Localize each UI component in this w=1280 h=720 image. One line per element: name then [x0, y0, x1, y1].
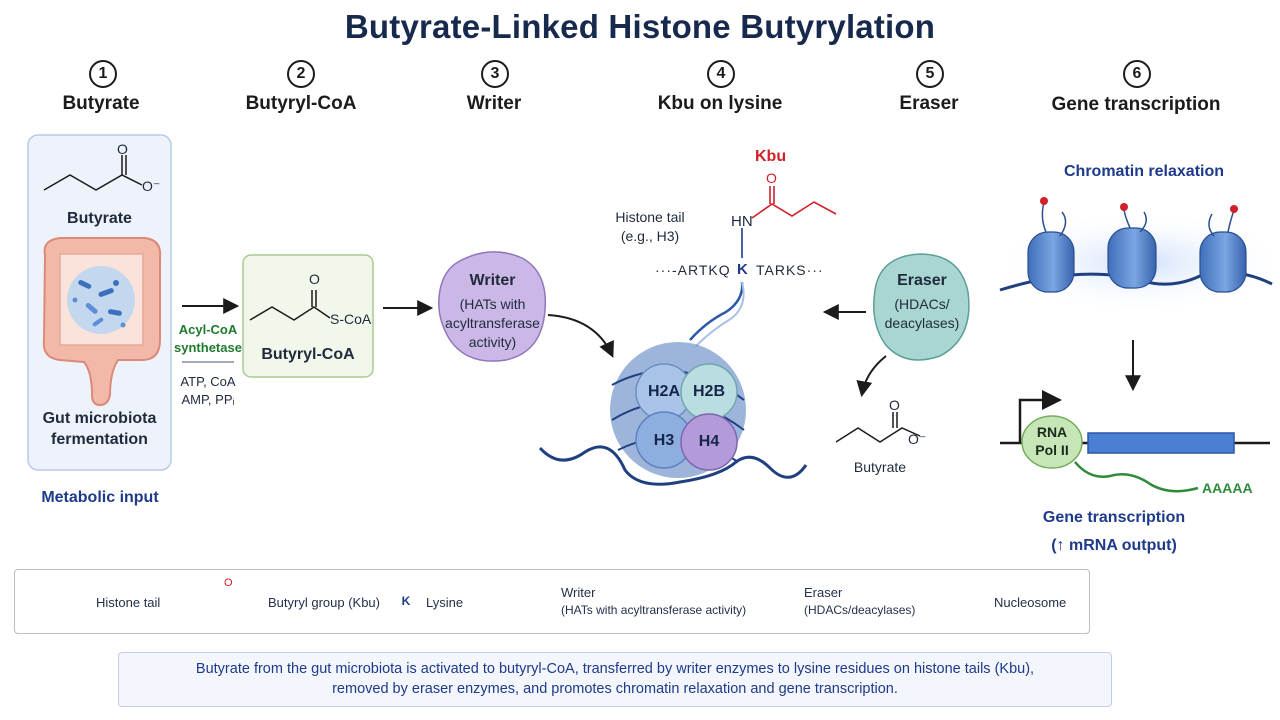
step-4-label: Kbu on lysine: [657, 93, 783, 114]
legend-lysine-glyph: K: [401, 594, 411, 608]
gene-transcription-illustration: [1000, 390, 1270, 493]
released-butyrate-carboxylate-o: O⁻: [908, 431, 927, 447]
released-butyrate-structure: [835, 412, 921, 443]
step-6-number: 6: [1123, 60, 1151, 88]
histone-sequence-lysine: K: [737, 261, 748, 278]
summary-caption-box: Butyrate from the gut microbiota is acti…: [118, 652, 1112, 707]
eraser-enzyme-blob: [873, 253, 970, 361]
enzyme-name-line1: Acyl-CoA: [178, 322, 238, 337]
arrow-writer-to-nucleosome: [547, 314, 614, 358]
summary-caption-line2: removed by eraser enzymes, and promotes …: [332, 681, 898, 697]
butyrylcoa-panel: [242, 254, 374, 378]
histone-h2a-label: H2A: [647, 383, 680, 400]
relaxed-chromatin-illustration: [990, 197, 1280, 314]
step-2-label: Butyryl-CoA: [245, 93, 357, 114]
histone-h3-label: H3: [653, 432, 675, 449]
histone-h4-label: H4: [698, 433, 720, 450]
eraser-line2: deacylases): [884, 315, 960, 331]
gene-transcription-label-line1: Gene transcription: [1042, 509, 1186, 526]
butyrylcoa-label: Butyryl-CoA: [261, 346, 355, 363]
rna-pol-ii: [1021, 415, 1083, 469]
writer-title: Writer: [469, 272, 516, 289]
gut-label-line2: fermentation: [51, 431, 148, 448]
enzyme-outputs: AMP, PPᵢ: [181, 392, 235, 407]
gene-body: [1087, 432, 1235, 454]
histone-sequence-right: TARKS···: [756, 262, 824, 278]
legend-nucleosome-label: Nucleosome: [994, 595, 1067, 610]
legend-butyryl-o: O: [224, 577, 233, 589]
legend-histone-tail-label: Histone tail: [96, 595, 161, 610]
legend-box: [14, 569, 1090, 634]
legend-eraser-label-line1: Eraser: [804, 585, 843, 600]
kbu-hn: HN: [731, 213, 753, 230]
released-butyrate-carbonyl-o: O: [889, 397, 900, 413]
butyrylcoa-scoa: S-CoA: [330, 311, 372, 327]
nucleosome-dna: [538, 445, 808, 486]
butyrate-carboxylate-o: O⁻: [142, 178, 161, 194]
butyrate-molecule-label: Butyrate: [67, 210, 132, 227]
writer-line1: (HATs with: [459, 296, 526, 312]
kbu-carbonyl-o: O: [766, 170, 777, 186]
rna-pol-label-line1: RNA: [1036, 424, 1068, 440]
mrna-strand: [1074, 461, 1199, 493]
legend-eraser-label-line2: (HDACs/deacylases): [804, 603, 916, 617]
histone-h4: [680, 413, 738, 471]
polya-tail-label: AAAAA: [1202, 480, 1253, 496]
kbu-butyryl-structure: [751, 186, 837, 219]
legend-butyryl-label: Butyryl group (Kbu): [268, 595, 380, 610]
page-title: Butyrate-Linked Histone Butyrylation: [344, 8, 936, 45]
legend-writer-label-line1: Writer: [561, 585, 596, 600]
butyrylcoa-carbonyl-o: O: [309, 271, 320, 287]
butyrate-structure: [43, 155, 143, 191]
step-3-label: Writer: [466, 93, 522, 114]
eraser-title: Eraser: [897, 272, 947, 289]
metabolic-input-label: Metabolic input: [41, 489, 159, 506]
enzyme-inputs: ATP, CoA: [180, 374, 236, 389]
arrow-eraser-to-butyrate: [856, 355, 887, 398]
chromatin-relaxation-label: Chromatin relaxation: [1063, 163, 1225, 180]
summary-caption-line1: Butyrate from the gut microbiota is acti…: [195, 661, 1035, 677]
step-3-number: 3: [481, 60, 509, 88]
histone-sequence-left: ···-ARTKQ: [655, 262, 731, 278]
writer-line2: acyltransferase: [445, 315, 540, 331]
gut-label-line1: Gut microbiota: [42, 410, 157, 427]
writer-line3: activity): [468, 334, 517, 350]
rna-pol-label-line2: Pol II: [1035, 442, 1069, 458]
histone-h2b-label: H2B: [692, 383, 725, 400]
step-1-label: Butyrate: [62, 93, 140, 114]
legend-writer-label-line2: (HATs with acyltransferase activity): [561, 603, 747, 617]
eraser-line1: (HDACs/: [894, 296, 950, 312]
legend-lysine-label: Lysine: [426, 595, 464, 610]
gut-intestine-illustration: [42, 237, 162, 407]
writer-enzyme-blob: [438, 251, 547, 362]
step-6-label: Gene transcription: [1051, 94, 1221, 115]
step-5-number: 5: [916, 60, 944, 88]
butyrylcoa-structure: [249, 290, 331, 321]
histone-tail-label-line1: Histone tail: [615, 209, 685, 225]
step-1-number: 1: [89, 60, 117, 88]
step-2-number: 2: [287, 60, 315, 88]
enzyme-name-line2: synthetase: [174, 340, 242, 355]
gene-transcription-label-line2: (↑ mRNA output): [1051, 537, 1177, 554]
butyrate-carbonyl-o: O: [117, 141, 128, 157]
step-4-number: 4: [707, 60, 735, 88]
nucleosome-core: [538, 342, 808, 486]
histone-tail-label-line2: (e.g., H3): [620, 228, 680, 244]
kbu-label: Kbu: [755, 148, 787, 165]
histone-tail-line: [689, 281, 744, 341]
step-5-label: Eraser: [899, 93, 959, 114]
released-butyrate-label: Butyrate: [853, 459, 907, 475]
